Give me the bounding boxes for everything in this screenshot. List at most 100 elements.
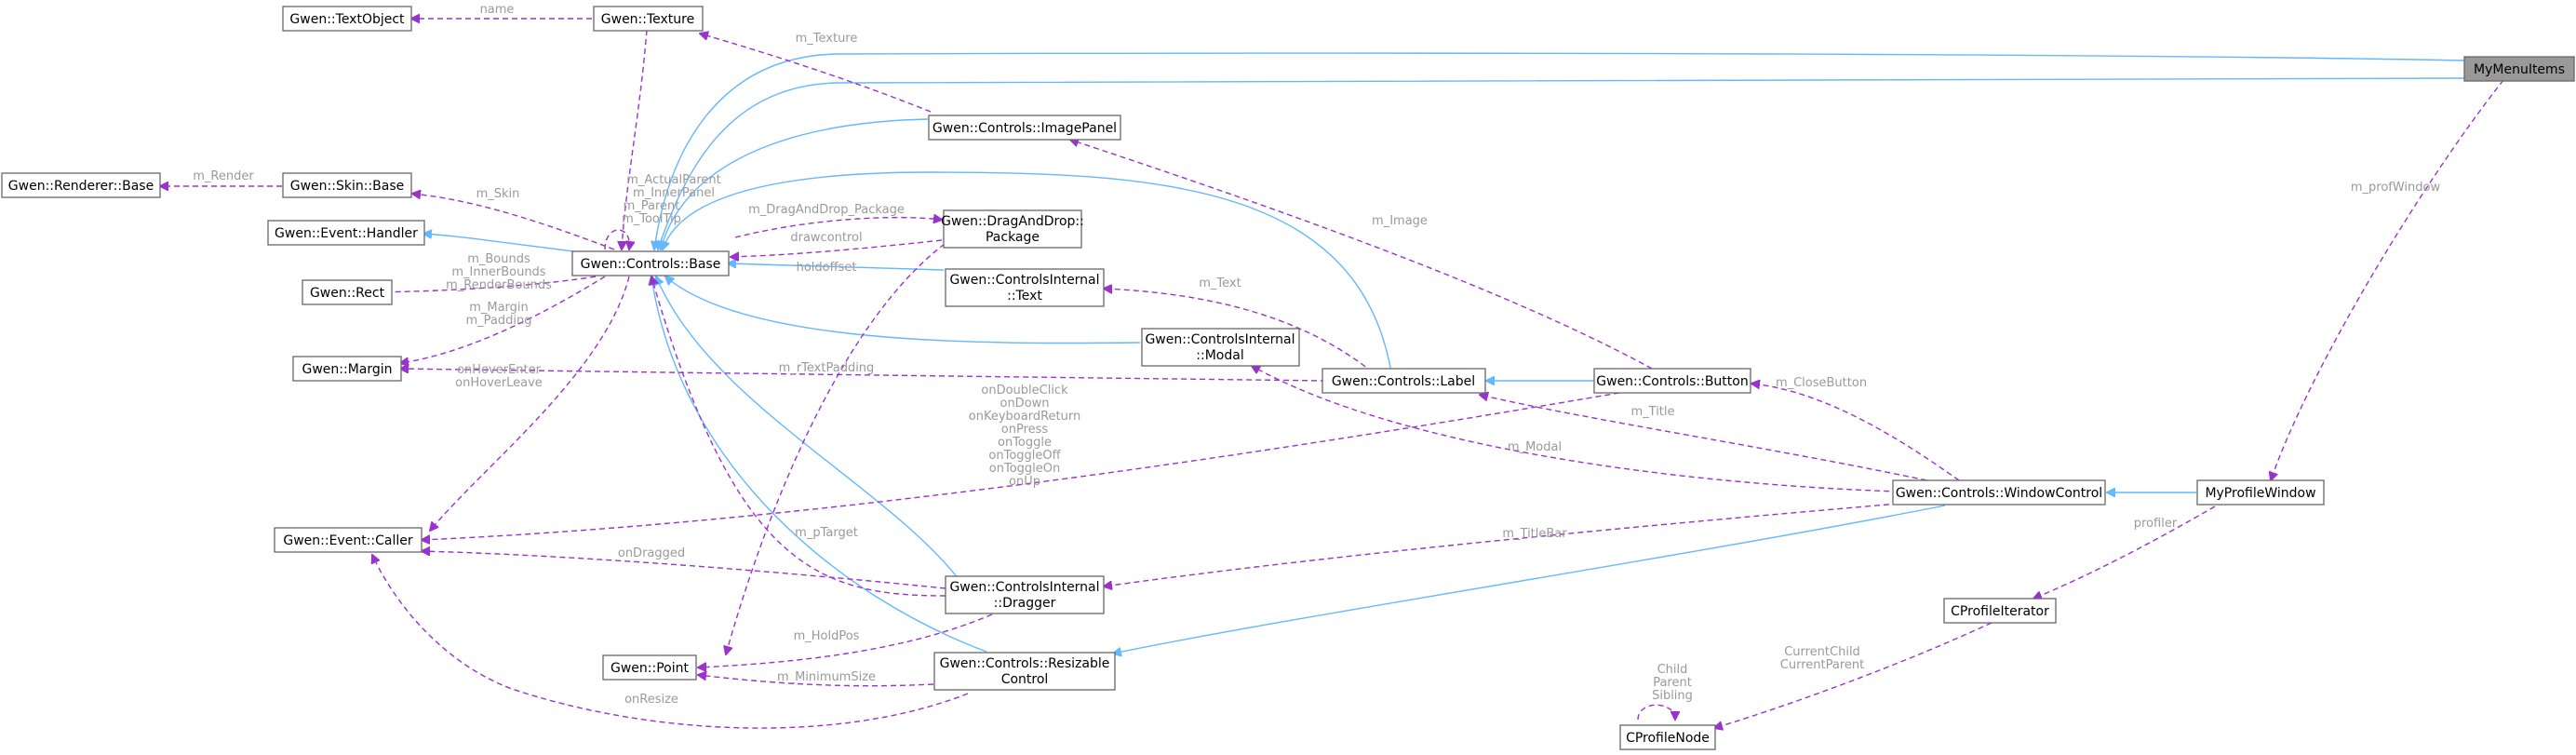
node-profile-node[interactable]: CProfileNode	[1619, 724, 1716, 750]
edge-dragger-point	[698, 610, 1001, 667]
node-label: Gwen::Skin::Base	[290, 179, 405, 194]
node-label: Gwen::TextObject	[289, 12, 405, 27]
node-label: Package	[986, 230, 1040, 245]
edge-windowcontrol-to-resizable	[1113, 505, 1946, 654]
label-profiler: profiler	[2134, 517, 2178, 531]
edge-base-package	[734, 218, 942, 238]
node-label: Gwen::Event::Caller	[283, 533, 413, 548]
edge-windowcontrol-title	[1480, 395, 1937, 483]
label-ontoggleoff: onToggleOff	[988, 449, 1061, 463]
label-ontoggle: onToggle	[998, 436, 1052, 450]
node-profile-iterator[interactable]: CProfileIterator	[1943, 598, 2057, 624]
edge-button-image	[1070, 140, 1653, 370]
node-label: Gwen::Controls::Base	[581, 257, 721, 272]
edge-windowcontrol-closebutton	[1751, 384, 1960, 481]
edge-menuitems-profwindow	[2271, 79, 2504, 480]
node-skin-base[interactable]: Gwen::Skin::Base	[282, 172, 412, 198]
label-m-skin: m_Skin	[476, 187, 520, 201]
label-m-innerpanel: m_InnerPanel	[633, 186, 715, 200]
label-m-holdpos: m_HoldPos	[794, 629, 860, 643]
node-text-object[interactable]: Gwen::TextObject	[282, 6, 412, 32]
node-label: Gwen::Controls::Resizable	[940, 656, 1110, 671]
label-m-texture: m_Texture	[796, 32, 858, 46]
node-button[interactable]: Gwen::Controls::Button	[1593, 368, 1751, 394]
edge-label-text	[1104, 289, 1374, 373]
node-label: Gwen::Controls::ImagePanel	[932, 121, 1117, 136]
edge-label-to-base	[663, 171, 1392, 373]
node-resizable-control[interactable]: Gwen::Controls::Resizable Control	[933, 652, 1116, 691]
label-m-ptarget: m_pTarget	[795, 526, 858, 540]
node-label: Gwen::Texture	[601, 12, 694, 27]
inheritance-edges	[423, 52, 2465, 654]
node-label: Gwen::Event::Handler	[275, 226, 418, 241]
label-child: Child	[1657, 663, 1688, 677]
node-label[interactable]: Gwen::Controls::Label	[1322, 368, 1486, 394]
node-modal[interactable]: Gwen::ControlsInternal ::Modal	[1141, 328, 1300, 367]
edge-base-margin	[400, 276, 606, 363]
label-parent: Parent	[1653, 676, 1692, 690]
node-window-control[interactable]: Gwen::Controls::WindowControl	[1892, 479, 2106, 506]
node-image-panel[interactable]: Gwen::Controls::ImagePanel	[928, 115, 1121, 141]
node-label: CProfileIterator	[1951, 604, 2049, 619]
label-m-closebutton: m_CloseButton	[1776, 376, 1867, 390]
node-label: Gwen::Point	[610, 661, 689, 676]
node-label: Gwen::ControlsInternal	[949, 580, 1099, 595]
label-m-tooltip: m_ToolTip	[622, 212, 681, 226]
label-m-title: m_Title	[1630, 405, 1674, 419]
node-controls-base[interactable]: Gwen::Controls::Base	[571, 250, 730, 276]
node-texture[interactable]: Gwen::Texture	[593, 6, 704, 32]
edge-windowcontrol-modal	[1252, 366, 1899, 492]
node-label: CProfileNode	[1626, 731, 1710, 746]
label-drawcontrol: drawcontrol	[790, 231, 862, 245]
label-current-parent: CurrentParent	[1780, 658, 1864, 672]
edge-base-caller	[430, 276, 630, 531]
node-label: Gwen::Controls::Button	[1596, 374, 1748, 389]
node-label: Gwen::DragAndDrop::	[941, 214, 1084, 229]
node-event-caller[interactable]: Gwen::Event::Caller	[274, 527, 423, 553]
label-m-actualparent: m_ActualParent	[626, 173, 721, 187]
label-m-padding: m_Padding	[466, 314, 532, 328]
node-label: Gwen::ControlsInternal	[949, 273, 1099, 288]
edge-base-skin	[412, 194, 615, 250]
label-m-render: m_Render	[193, 169, 254, 183]
node-dragger[interactable]: Gwen::ControlsInternal ::Dragger	[945, 575, 1105, 614]
label-m-bounds: m_Bounds	[467, 252, 530, 266]
edge-menuitems-to-base-2	[658, 77, 2465, 249]
node-event-handler[interactable]: Gwen::Event::Handler	[267, 220, 425, 246]
label-ondragged: onDragged	[618, 546, 685, 560]
node-label: ::Dragger	[994, 596, 1056, 611]
label-ontoggleon: onToggleOn	[989, 462, 1060, 476]
node-my-profile-window[interactable]: MyProfileWindow	[2196, 479, 2325, 506]
edge-windowcontrol-titlebar	[1104, 503, 1899, 586]
node-label: Gwen::ControlsInternal	[1145, 332, 1295, 347]
edge-base-to-handler	[423, 234, 575, 252]
edge-dragger-caller	[422, 551, 946, 589]
label-m-renderbounds: m_RenderBounds	[446, 278, 552, 292]
node-renderer-base[interactable]: Gwen::Renderer::Base	[1, 172, 161, 198]
label-m-rtextpadding: m_rTextPadding	[779, 361, 875, 375]
edge-iterator-profilenode	[1714, 622, 1992, 728]
node-label: ::Text	[1007, 289, 1042, 303]
label-sibling: Sibling	[1652, 689, 1693, 703]
edge-base-self-parent	[604, 229, 629, 249]
node-point[interactable]: Gwen::Point	[602, 654, 697, 681]
edge-imagepanel-to-base	[661, 118, 929, 249]
node-label: Gwen::Controls::Label	[1332, 374, 1475, 389]
node-text[interactable]: Gwen::ControlsInternal ::Text	[945, 268, 1105, 307]
node-my-menu-items[interactable]: MyMenuItems	[2463, 56, 2575, 82]
node-margin[interactable]: Gwen::Margin	[292, 356, 402, 382]
node-rect-class[interactable]: Gwen::Rect	[302, 279, 393, 305]
label-onpress: onPress	[1001, 423, 1049, 437]
edge-profilenode-self	[1637, 704, 1675, 720]
edge-menuitems-to-base-1	[654, 52, 2465, 249]
edge-labels: m_profWindow profiler CurrentChild Curre…	[193, 3, 2440, 707]
edge-profilewindow-profiler	[2033, 506, 2216, 599]
node-label: ::Modal	[1196, 348, 1243, 363]
node-dragdrop-package[interactable]: Gwen::DragAndDrop:: Package	[941, 209, 1084, 249]
node-label: Control	[1001, 672, 1049, 687]
label-m-margin: m_Margin	[469, 301, 529, 315]
label-onresize: onResize	[624, 693, 678, 707]
edge-texture-base	[622, 29, 648, 249]
label-onhoverenter: onHoverEnter	[457, 363, 542, 377]
